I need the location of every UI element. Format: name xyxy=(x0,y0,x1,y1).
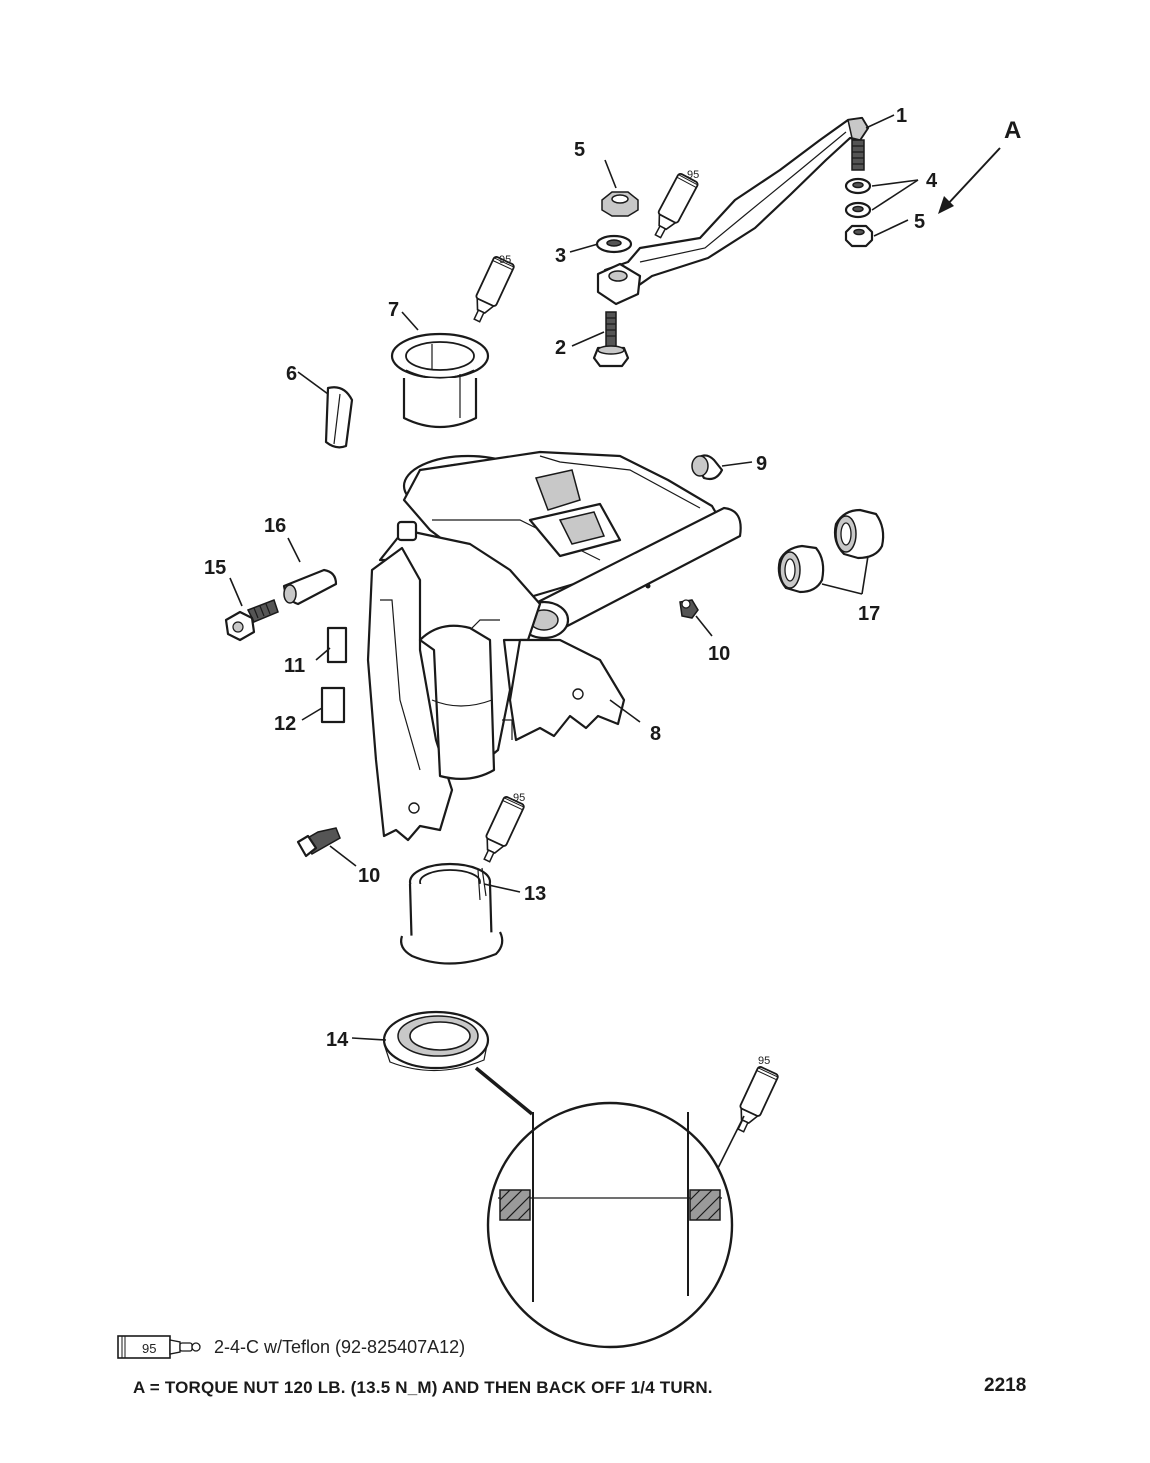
lubricant-tube-icon: 95 xyxy=(647,169,700,243)
callout-5: 5 xyxy=(914,211,925,233)
swivel-bracket-part xyxy=(366,450,742,842)
washer-stack-part xyxy=(844,177,874,248)
callout-labels: 1 5 3 4 5 2 7 6 9 16 15 11 12 8 10 10 13… xyxy=(204,105,1021,1051)
leader-lines xyxy=(229,114,1001,1169)
lubricant-tube-icon: 95 xyxy=(476,792,526,866)
shim-part xyxy=(320,686,346,724)
pad-part xyxy=(324,386,354,449)
callout-16: 16 xyxy=(264,515,286,537)
bolt-part xyxy=(592,311,630,368)
callout-8: 8 xyxy=(650,723,661,745)
bolt-part xyxy=(224,599,279,642)
steering-arm-part xyxy=(596,116,870,306)
sleeve-part xyxy=(282,568,338,606)
callout-12: 12 xyxy=(274,713,296,735)
tube-code-label: 95 xyxy=(499,254,511,266)
bushing-part xyxy=(390,332,490,428)
callout-11: 11 xyxy=(284,655,305,677)
callout-1: 1 xyxy=(896,105,907,127)
callout-2: 2 xyxy=(555,337,566,359)
torque-note: A = TORQUE NUT 120 LB. (13.5 N_M) AND TH… xyxy=(133,1378,713,1397)
callout-9: 9 xyxy=(756,453,767,475)
nut-part xyxy=(601,191,639,217)
callout-13: 13 xyxy=(524,883,546,905)
callout-6: 6 xyxy=(286,363,297,385)
grease-fitting-part xyxy=(679,599,699,619)
callout-a: A xyxy=(1004,117,1021,144)
tube-code-label: 95 xyxy=(513,792,525,804)
callout-7: 7 xyxy=(388,299,399,321)
callout-14: 14 xyxy=(326,1029,349,1051)
tube-code-label: 95 xyxy=(758,1055,770,1067)
lubricant-tube-icon: 95 xyxy=(466,254,516,326)
legend-tube-icon: 95 xyxy=(117,1335,201,1359)
legend-code: 95 xyxy=(142,1341,156,1356)
seal-detail-view xyxy=(474,1066,734,1349)
callout-5: 5 xyxy=(574,139,585,161)
legend-text: 2-4-C w/Teflon (92-825407A12) xyxy=(214,1336,466,1357)
bushing-part xyxy=(400,862,504,965)
callout-15: 15 xyxy=(204,557,226,579)
small-bushing-part xyxy=(691,454,724,481)
callout-10: 10 xyxy=(708,643,730,665)
callout-10: 10 xyxy=(358,865,380,887)
callout-4: 4 xyxy=(926,170,938,192)
shim-part xyxy=(326,626,348,664)
lubricant-tube-icon: 95 xyxy=(730,1055,780,1136)
washer-part xyxy=(595,234,633,254)
legend: 2-4-C w/Teflon (92-825407A12) xyxy=(118,1334,465,1360)
tube-code-label: 95 xyxy=(687,169,699,181)
seal-part xyxy=(382,1010,490,1072)
grease-fitting-part xyxy=(296,827,341,858)
callout-17: 17 xyxy=(858,603,880,625)
pivot-bushings-part xyxy=(777,508,885,594)
callout-3: 3 xyxy=(555,245,566,267)
figure-number: 2218 xyxy=(984,1375,1027,1396)
